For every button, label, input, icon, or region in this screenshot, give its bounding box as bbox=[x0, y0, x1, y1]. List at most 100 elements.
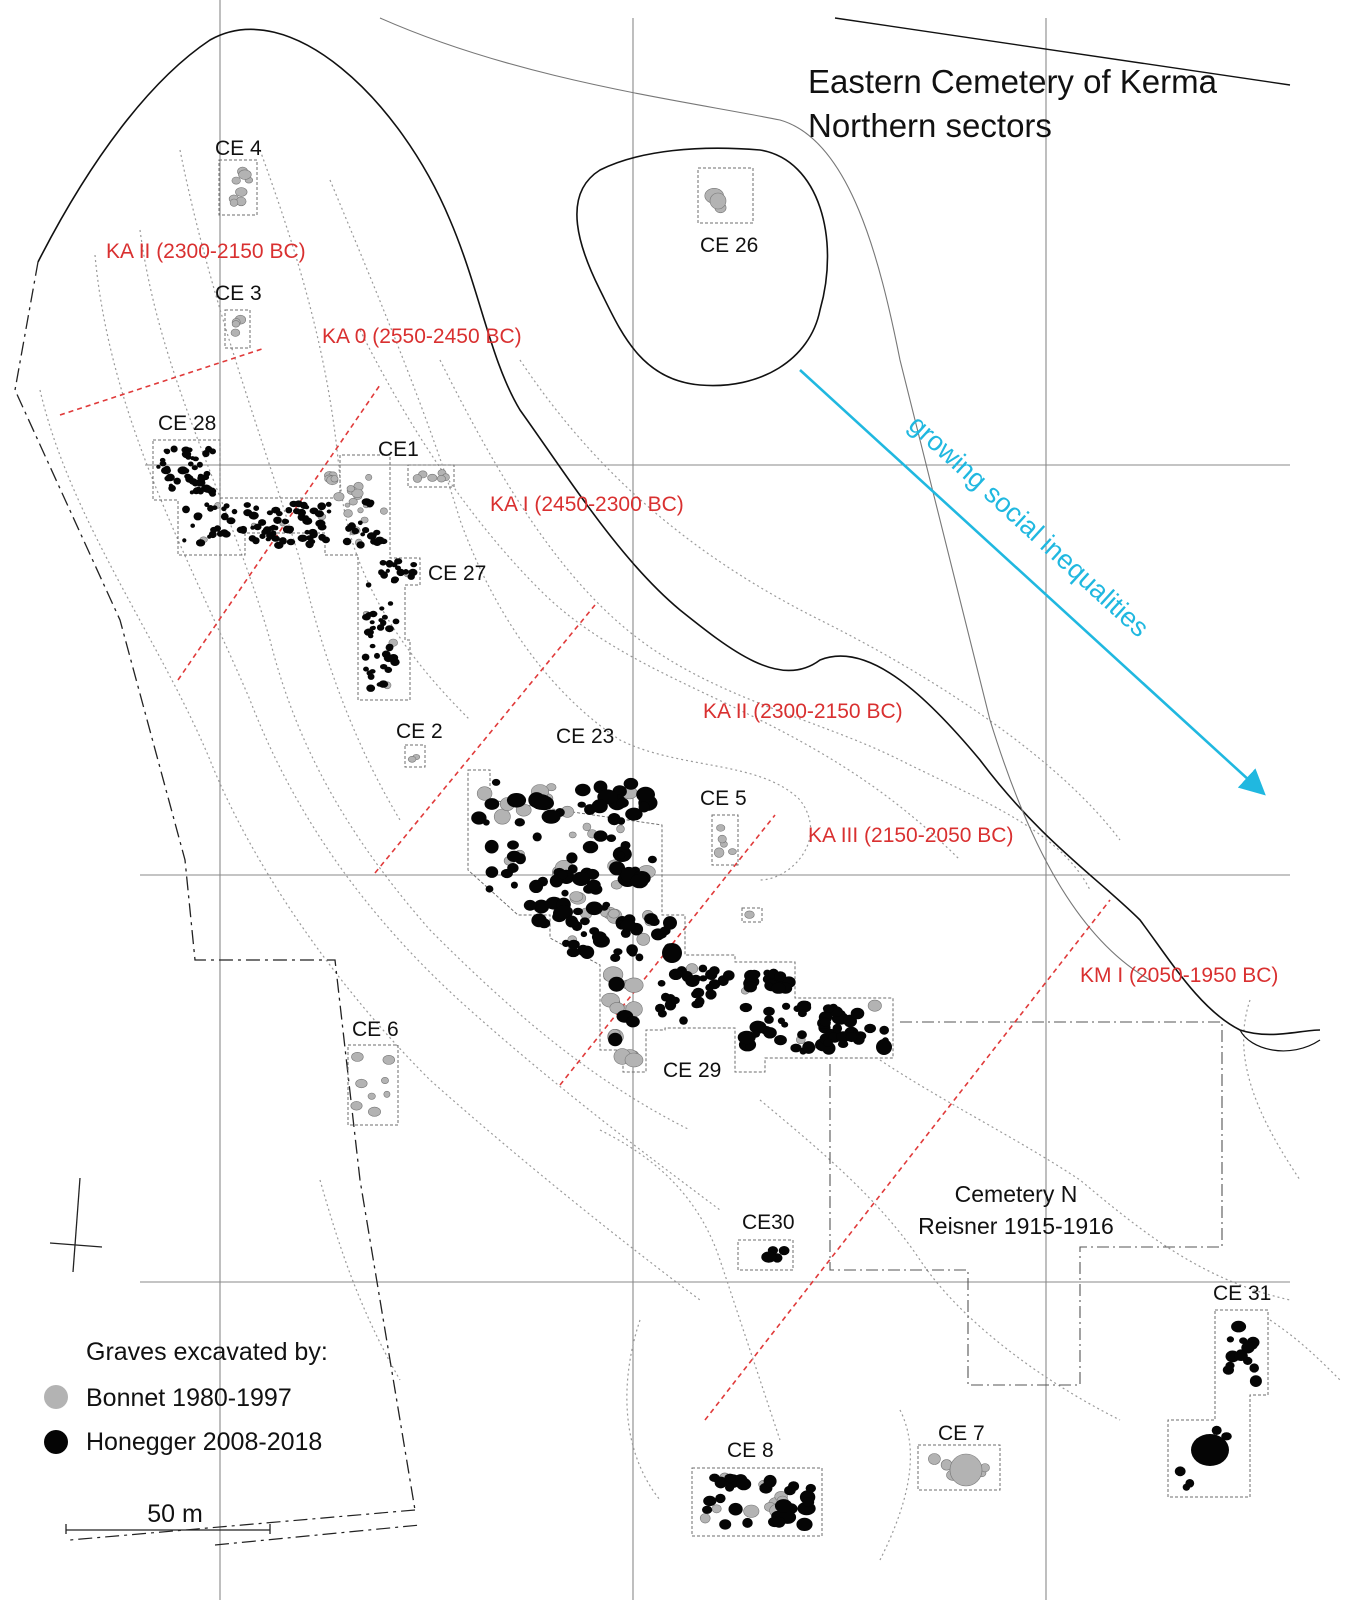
honegger-grave bbox=[764, 1015, 774, 1024]
honegger-grave bbox=[749, 1020, 767, 1034]
honegger-grave bbox=[279, 537, 287, 545]
honegger-grave bbox=[380, 538, 388, 545]
honegger-grave bbox=[293, 508, 301, 515]
honegger-grave bbox=[325, 501, 332, 507]
honegger-grave bbox=[360, 532, 366, 537]
honegger-grave bbox=[189, 490, 194, 495]
honegger-grave bbox=[369, 643, 376, 649]
honegger-grave bbox=[211, 505, 218, 511]
bonnet-grave bbox=[229, 198, 239, 207]
honegger-grave bbox=[261, 529, 268, 535]
honegger-grave bbox=[609, 861, 626, 876]
bonnet-grave bbox=[333, 492, 345, 502]
honegger-grave bbox=[387, 601, 394, 606]
honegger-grave bbox=[582, 840, 599, 854]
honegger-grave bbox=[410, 562, 418, 568]
bonnet-grave bbox=[867, 999, 882, 1012]
honegger-grave bbox=[265, 537, 271, 542]
honegger-grave bbox=[197, 474, 207, 482]
cemetery-n-title: Cemetery N bbox=[955, 1181, 1078, 1207]
bonnet-grave bbox=[744, 910, 755, 919]
honegger-grave bbox=[378, 618, 384, 623]
honegger-grave bbox=[778, 1246, 790, 1256]
honegger-grave bbox=[837, 1040, 849, 1048]
honegger-grave bbox=[636, 786, 655, 803]
honegger-grave bbox=[709, 1473, 720, 1483]
honegger-grave bbox=[231, 508, 238, 515]
honegger-grave bbox=[1241, 1341, 1255, 1354]
honegger-grave bbox=[1174, 1466, 1186, 1477]
honegger-grave bbox=[591, 799, 608, 814]
sector-label-ce1: CE1 bbox=[378, 438, 419, 461]
honegger-grave bbox=[638, 801, 650, 813]
honegger-grave bbox=[566, 947, 580, 958]
sector-label-ce28: CE 28 bbox=[158, 412, 216, 435]
bonnet-grave bbox=[716, 824, 726, 832]
honegger-grave bbox=[243, 509, 253, 517]
honegger-grave bbox=[270, 530, 277, 537]
bonnet-grave bbox=[355, 1078, 368, 1089]
honegger-grave bbox=[365, 582, 372, 588]
honegger-grave bbox=[345, 525, 352, 532]
honegger-grave bbox=[593, 830, 608, 842]
bonnet-grave bbox=[367, 1106, 381, 1117]
honegger-grave bbox=[1231, 1320, 1247, 1333]
honegger-grave bbox=[366, 684, 376, 692]
honegger-grave bbox=[164, 475, 172, 482]
honegger-grave bbox=[648, 917, 660, 926]
honegger-grave bbox=[797, 1030, 807, 1040]
honegger-grave bbox=[630, 873, 649, 889]
honegger-grave bbox=[585, 901, 603, 916]
honegger-grave bbox=[703, 1495, 717, 1507]
sector-label-ce8: CE 8 bbox=[727, 1439, 774, 1462]
honegger-grave bbox=[774, 1035, 787, 1046]
honegger-grave bbox=[177, 466, 189, 475]
honegger-grave bbox=[381, 614, 388, 620]
honegger-grave bbox=[523, 899, 537, 911]
honegger-grave bbox=[702, 1505, 713, 1514]
honegger-grave bbox=[790, 1043, 802, 1053]
honegger-grave bbox=[577, 801, 586, 808]
bonnet-grave bbox=[713, 847, 725, 858]
honegger-grave bbox=[209, 448, 216, 455]
legend-title: Graves excavated by: bbox=[86, 1338, 328, 1366]
honegger-grave bbox=[679, 1016, 688, 1025]
honegger-grave bbox=[705, 990, 717, 1000]
honegger-grave bbox=[1234, 1350, 1248, 1361]
bonnet-grave bbox=[231, 320, 240, 328]
honegger-grave bbox=[719, 1519, 732, 1530]
sector-outlines bbox=[152, 159, 1269, 1537]
bonnet-grave bbox=[717, 834, 727, 844]
bonnet-grave bbox=[383, 1090, 391, 1098]
bonnet-grave bbox=[699, 1513, 711, 1524]
phase-label-ka3: KA III (2150-2050 BC) bbox=[808, 824, 1013, 847]
bonnet-grave bbox=[238, 169, 252, 180]
bonnet-grave bbox=[493, 808, 511, 825]
honegger-grave bbox=[668, 968, 683, 980]
honegger-grave bbox=[586, 879, 601, 891]
honegger-grave bbox=[190, 523, 195, 528]
honegger-grave bbox=[797, 1009, 807, 1018]
honegger-grave bbox=[369, 620, 375, 625]
north-cross-icon bbox=[49, 1177, 103, 1273]
honegger-grave bbox=[613, 948, 623, 956]
honegger-grave bbox=[736, 1477, 752, 1491]
honegger-grave bbox=[209, 491, 217, 497]
honegger-grave bbox=[168, 483, 174, 488]
honegger-grave bbox=[610, 953, 621, 962]
bonnet-grave bbox=[367, 1092, 376, 1100]
honegger-grave bbox=[368, 634, 374, 639]
honegger-grave bbox=[182, 538, 187, 543]
honegger-grave bbox=[210, 526, 218, 533]
honegger-grave bbox=[159, 461, 167, 467]
honegger-grave bbox=[608, 976, 625, 992]
bonnet-grave bbox=[360, 516, 369, 524]
honegger-grave bbox=[573, 907, 583, 916]
honegger-grave bbox=[226, 517, 236, 525]
sector-label-ce30: CE30 bbox=[742, 1211, 795, 1234]
honegger-grave bbox=[533, 899, 550, 914]
honegger-grave bbox=[273, 525, 279, 531]
bonnet-grave bbox=[379, 507, 388, 515]
honegger-grave bbox=[850, 1007, 865, 1020]
honegger-grave bbox=[361, 653, 370, 661]
